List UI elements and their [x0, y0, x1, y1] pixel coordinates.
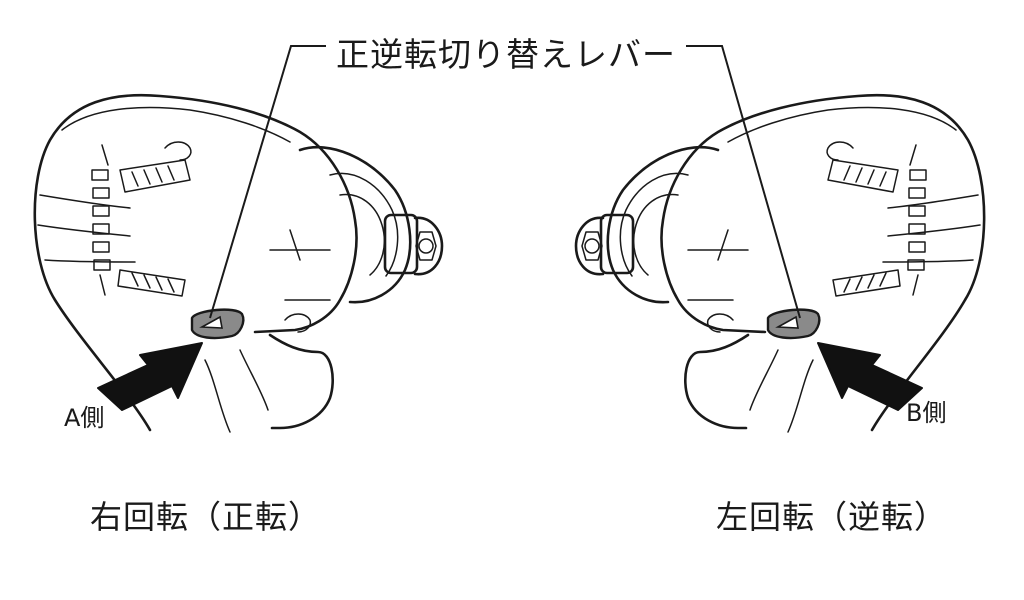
lever-label: 正逆転切り替えレバー	[336, 35, 676, 74]
tool-left-drawing	[33, 93, 444, 433]
push-arrow-right-icon	[97, 342, 203, 411]
tool-right-drawing	[574, 93, 986, 433]
side-b-label: B側	[906, 399, 947, 427]
rotation-right-caption: 右回転（正転）	[90, 498, 322, 536]
leader-lines	[209, 45, 801, 319]
rotation-left-caption: 左回転（逆転）	[716, 498, 948, 536]
push-arrow-left-icon	[817, 342, 923, 411]
side-a-label: A側	[64, 404, 105, 432]
